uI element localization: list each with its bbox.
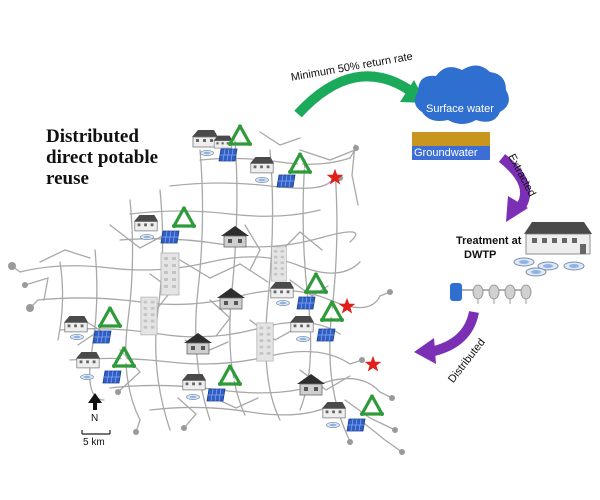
distributed-arrow	[414, 310, 479, 364]
reuse-cluster	[249, 152, 312, 188]
surface-water-label: Surface water	[426, 103, 494, 115]
treatment-label-line2: DWTP	[464, 249, 497, 261]
diagram-title: Distributed direct potable reuse	[46, 126, 158, 189]
title-line-2: direct potable	[46, 147, 159, 168]
north-label: N	[91, 413, 99, 424]
scale-label: 5 km	[83, 437, 105, 448]
reuse-cluster	[63, 306, 122, 344]
return-arrow	[294, 71, 426, 118]
north-arrow	[88, 393, 102, 410]
groundwater-sand	[412, 132, 490, 146]
treatment-label-line1: Treatment at	[456, 235, 522, 247]
groundwater-layer	[412, 146, 490, 160]
treatment-plant	[450, 222, 592, 304]
star-marker	[364, 355, 382, 372]
surface-water-blob	[414, 65, 509, 124]
title-line-1: Distributed	[46, 126, 139, 147]
reuse-cluster	[181, 364, 242, 402]
star-marker	[338, 297, 356, 314]
extracted-arrow	[498, 154, 531, 222]
reuse-cluster	[321, 394, 384, 432]
scale-bar	[81, 430, 111, 435]
groundwater-label: Groundwater	[414, 147, 478, 159]
title-line-3: reuse	[46, 168, 89, 189]
